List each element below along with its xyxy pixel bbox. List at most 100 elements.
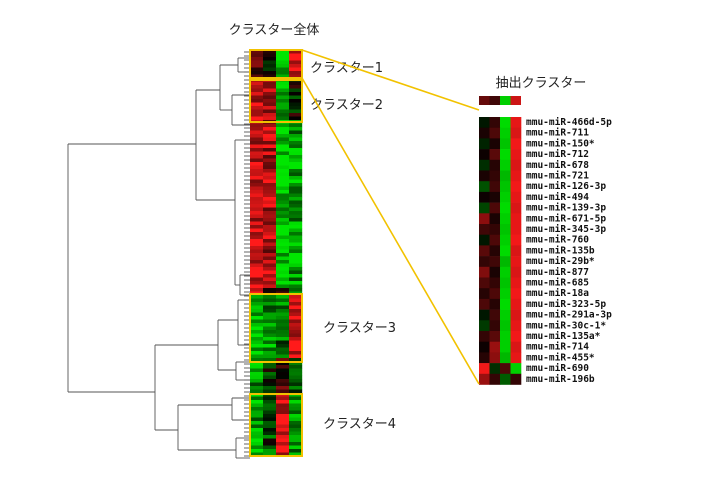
heatmap-cell	[263, 211, 277, 215]
detail-heatmap-cell	[500, 288, 511, 300]
heatmap-cell	[289, 351, 303, 355]
heatmap-cell	[250, 176, 264, 180]
detail-heatmap-cell	[479, 127, 490, 139]
detail-heatmap-cell	[500, 234, 511, 246]
heatmap-cell	[263, 253, 277, 257]
heatmap-cell	[276, 281, 290, 285]
heatmap-cell	[250, 379, 264, 383]
heatmap-cell	[263, 246, 277, 250]
detail-heatmap-cell	[479, 234, 490, 246]
heatmap-cell	[263, 445, 277, 450]
heatmap-cell	[250, 400, 264, 404]
heatmap-cell	[276, 340, 290, 345]
heatmap-cell	[263, 316, 277, 320]
detail-heatmap-cell	[500, 298, 511, 310]
gene-label: mmu-miR-711	[526, 128, 589, 139]
heatmap-cell	[250, 302, 264, 306]
heatmap-cell	[250, 449, 264, 453]
heatmap-cell	[289, 50, 303, 54]
heatmap-cell	[276, 312, 290, 317]
heatmap-cell	[250, 92, 264, 96]
heatmap-cell	[263, 403, 277, 408]
detail-heatmap-cell	[500, 191, 511, 203]
gene-label: mmu-miR-877	[526, 267, 589, 278]
heatmap-cell	[263, 424, 277, 429]
heatmap-cell	[250, 113, 264, 117]
heatmap-cell	[289, 414, 303, 418]
detail-heatmap-cell	[479, 224, 490, 235]
heatmap-cell	[250, 270, 264, 275]
heatmap-cell	[276, 155, 290, 159]
heatmap-cell	[263, 148, 277, 152]
heatmap-cell	[250, 253, 264, 257]
heatmap-cell	[263, 67, 277, 72]
heatmap-cell	[289, 144, 303, 149]
heatmap-cell	[276, 218, 290, 222]
heatmap-cell	[263, 249, 277, 254]
heatmap-cell	[289, 183, 303, 187]
detail-heatmap-cell	[479, 352, 490, 364]
heatmap-cell	[289, 232, 303, 236]
heatmap-cell	[289, 319, 303, 324]
heatmap-cell	[263, 221, 277, 226]
gene-label: mmu-miR-291a-3p	[526, 310, 612, 321]
heatmap-cell	[263, 302, 277, 306]
heatmap-cell	[289, 344, 303, 348]
heatmap-cell	[289, 302, 303, 306]
heatmap-cell	[250, 239, 264, 243]
heatmap-cell	[276, 351, 290, 355]
detail-header-cell	[510, 96, 521, 105]
heatmap-cell	[276, 57, 290, 61]
detail-heatmap-cell	[510, 245, 522, 257]
heatmap-cell	[276, 123, 290, 128]
heatmap-cell	[276, 95, 290, 100]
heatmap-cell	[250, 151, 264, 156]
heatmap-cell	[250, 428, 264, 432]
heatmap-cell	[289, 67, 303, 72]
heatmap-cell	[250, 260, 264, 264]
heatmap-cell	[263, 372, 277, 376]
gene-label-list: mmu-miR-466d-5pmmu-miR-711mmu-miR-150*mm…	[526, 117, 612, 385]
heatmap-cell	[276, 284, 290, 289]
heatmap-cell	[250, 351, 264, 355]
heatmap-cell	[250, 71, 264, 75]
gene-label: mmu-miR-139-3p	[526, 203, 606, 214]
heatmap-cell	[263, 71, 277, 75]
detail-heatmap-cell	[510, 191, 522, 203]
heatmap-cell	[289, 365, 303, 369]
heatmap-cell	[289, 134, 303, 138]
heatmap-cell	[263, 57, 277, 61]
heatmap-cell	[276, 270, 290, 275]
detail-heatmap-cell	[489, 191, 501, 203]
heatmap-cell	[263, 151, 277, 156]
gene-label: mmu-miR-135b	[526, 245, 595, 256]
heatmap-cell	[276, 239, 290, 243]
heatmap-cell	[263, 414, 277, 418]
heatmap-cell	[276, 358, 290, 362]
heatmap-cell	[263, 417, 277, 422]
heatmap-cell	[276, 410, 290, 415]
gene-label: mmu-miR-135a*	[526, 331, 601, 342]
heatmap-cell	[276, 211, 290, 215]
heatmap-cell	[263, 137, 277, 142]
cluster-highlight-box	[249, 293, 303, 363]
heatmap-cell	[250, 263, 264, 268]
heatmap-cell	[250, 403, 264, 408]
detail-heatmap-cell	[479, 256, 490, 268]
heatmap-cell	[263, 435, 277, 439]
detail-heatmap-cell	[510, 320, 522, 332]
heatmap-cell	[276, 326, 290, 331]
detail-heatmap-cell	[479, 117, 490, 128]
heatmap-cell	[289, 172, 303, 177]
heatmap-cell	[276, 263, 290, 268]
heatmap-cell	[263, 330, 277, 334]
detail-heatmap-cell	[500, 127, 511, 139]
heatmap-cell	[276, 214, 290, 219]
extracted-cluster-title: 抽出クラスター	[496, 76, 587, 91]
cluster-highlight-box	[249, 393, 303, 457]
heatmap-cell	[250, 316, 264, 320]
heatmap-cell	[263, 172, 277, 177]
gene-label: mmu-miR-323-5p	[526, 299, 606, 310]
heatmap-cell	[276, 60, 290, 65]
